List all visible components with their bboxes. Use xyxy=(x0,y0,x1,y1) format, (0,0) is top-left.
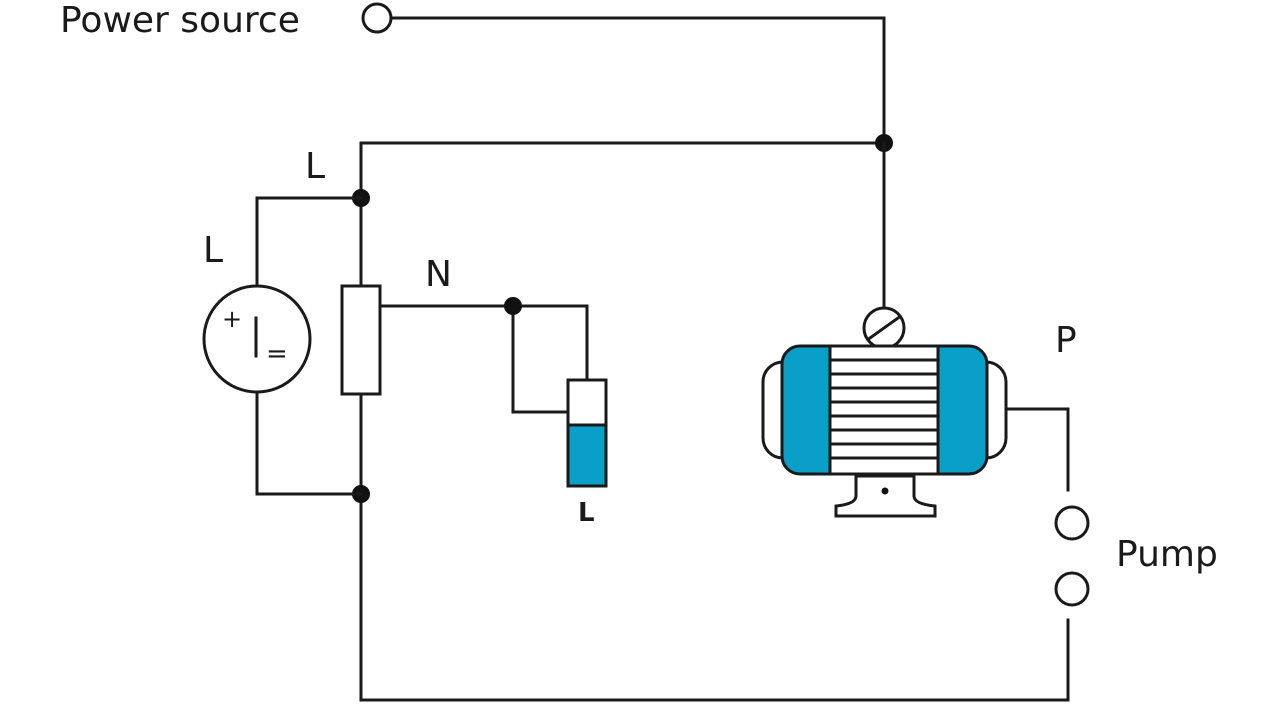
level-sensor-fill xyxy=(568,425,606,486)
l-label-top: L xyxy=(305,146,325,187)
power-source-terminal xyxy=(361,2,393,34)
resistor-icon xyxy=(340,284,382,396)
n-wire xyxy=(378,304,589,382)
main-loop-wire xyxy=(359,141,1070,702)
dc-plus-sign: + xyxy=(222,305,242,333)
power-source-label: Power source xyxy=(60,0,300,41)
pump-label: Pump xyxy=(1116,534,1218,575)
motor-winding xyxy=(828,344,940,476)
l-label-sensor: L xyxy=(578,498,595,528)
pump-switch-contact-top xyxy=(1054,505,1090,541)
pump-motor-icon xyxy=(761,306,1008,518)
dc-minus-sign: = xyxy=(266,339,288,369)
junction-dot-n xyxy=(504,297,522,315)
pump-switch-contact-bottom xyxy=(1054,571,1090,607)
sensor-return-wire xyxy=(511,304,570,414)
dc-source-upper-wire xyxy=(255,196,363,288)
n-label: N xyxy=(425,254,452,295)
motor-terminal-slot xyxy=(867,315,901,341)
l-label-left: L xyxy=(203,230,223,271)
dc-source-lower-wire xyxy=(255,390,363,496)
supply-wire xyxy=(389,16,886,145)
pump-output-wire xyxy=(1004,407,1070,492)
level-sensor-icon xyxy=(566,378,608,488)
motor-base xyxy=(834,474,937,518)
motor-base-bolt xyxy=(881,487,889,495)
p-label: P xyxy=(1055,320,1077,361)
